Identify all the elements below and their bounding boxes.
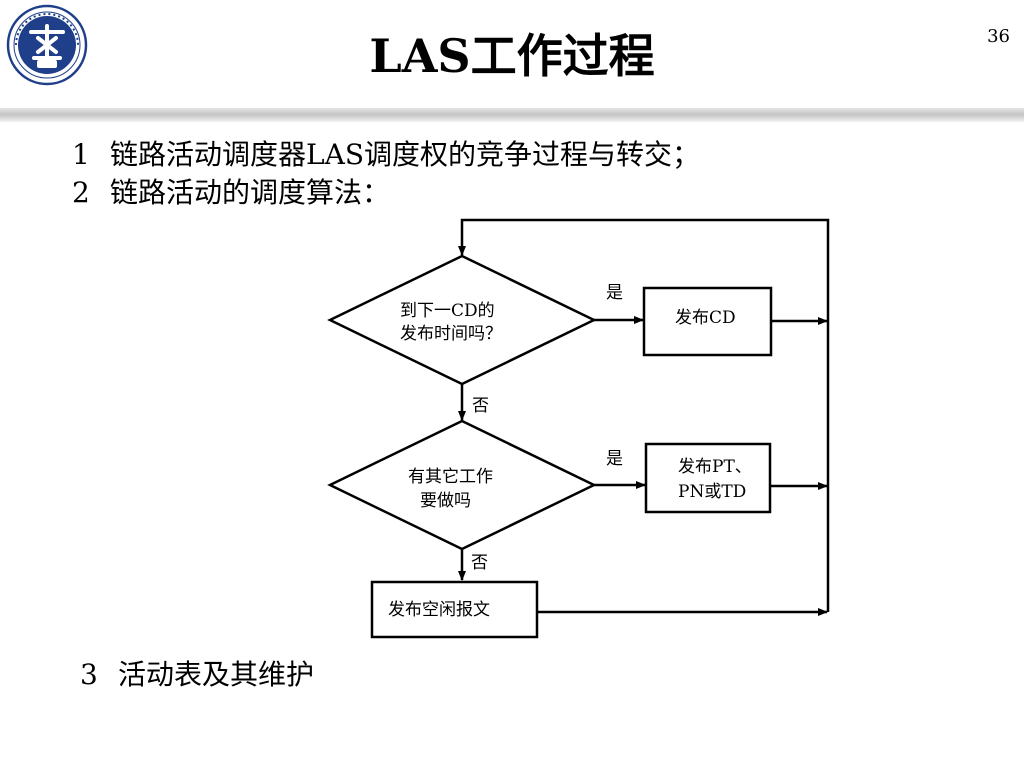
item-number: 3 <box>80 658 98 691</box>
action-publish-pt <box>644 442 772 514</box>
list-item-1: 1 链路活动调度器LAS调度权的竞争过程与转交； <box>72 137 700 173</box>
yes-label-1: 是 <box>606 283 623 303</box>
action-publish-idle <box>370 580 539 639</box>
decision-next-cd-line1: 到下一CD的 <box>400 301 495 321</box>
slide-header: LAS工作过程 36 <box>0 0 1024 112</box>
action-publish-pt-line1: 发布PT、 <box>678 457 752 477</box>
item-text: 链路活动调度器LAS调度权的竞争过程与转交； <box>110 138 700 171</box>
loop-line <box>458 218 830 612</box>
decision-other-work-line2: 要做吗 <box>420 491 471 511</box>
page-number: 36 <box>987 26 1010 47</box>
action-publish-pt-line2: PN或TD <box>678 482 746 502</box>
item-number: 1 <box>72 138 90 171</box>
item-number: 2 <box>72 176 90 209</box>
yes-label-2: 是 <box>606 449 623 469</box>
action-publish-idle-label: 发布空闲报文 <box>388 600 490 620</box>
item-text: 链路活动的调度算法： <box>110 176 391 209</box>
item-text: 活动表及其维护 <box>118 658 315 691</box>
action-publish-cd <box>642 286 773 357</box>
university-seal-icon <box>6 4 88 86</box>
list-item-2: 2 链路活动的调度算法： <box>72 175 390 211</box>
decision-next-cd-line2: 发布时间吗？ <box>400 324 502 344</box>
no-label-2: 否 <box>471 553 488 573</box>
header-divider <box>0 108 1024 122</box>
action-publish-cd-label: 发布CD <box>675 308 736 328</box>
list-item-3: 3 活动表及其维护 <box>80 657 314 693</box>
slide-title: LAS工作过程 <box>369 29 655 83</box>
no-label-1: 否 <box>472 396 489 416</box>
decision-other-work-line1: 有其它工作 <box>408 467 493 487</box>
